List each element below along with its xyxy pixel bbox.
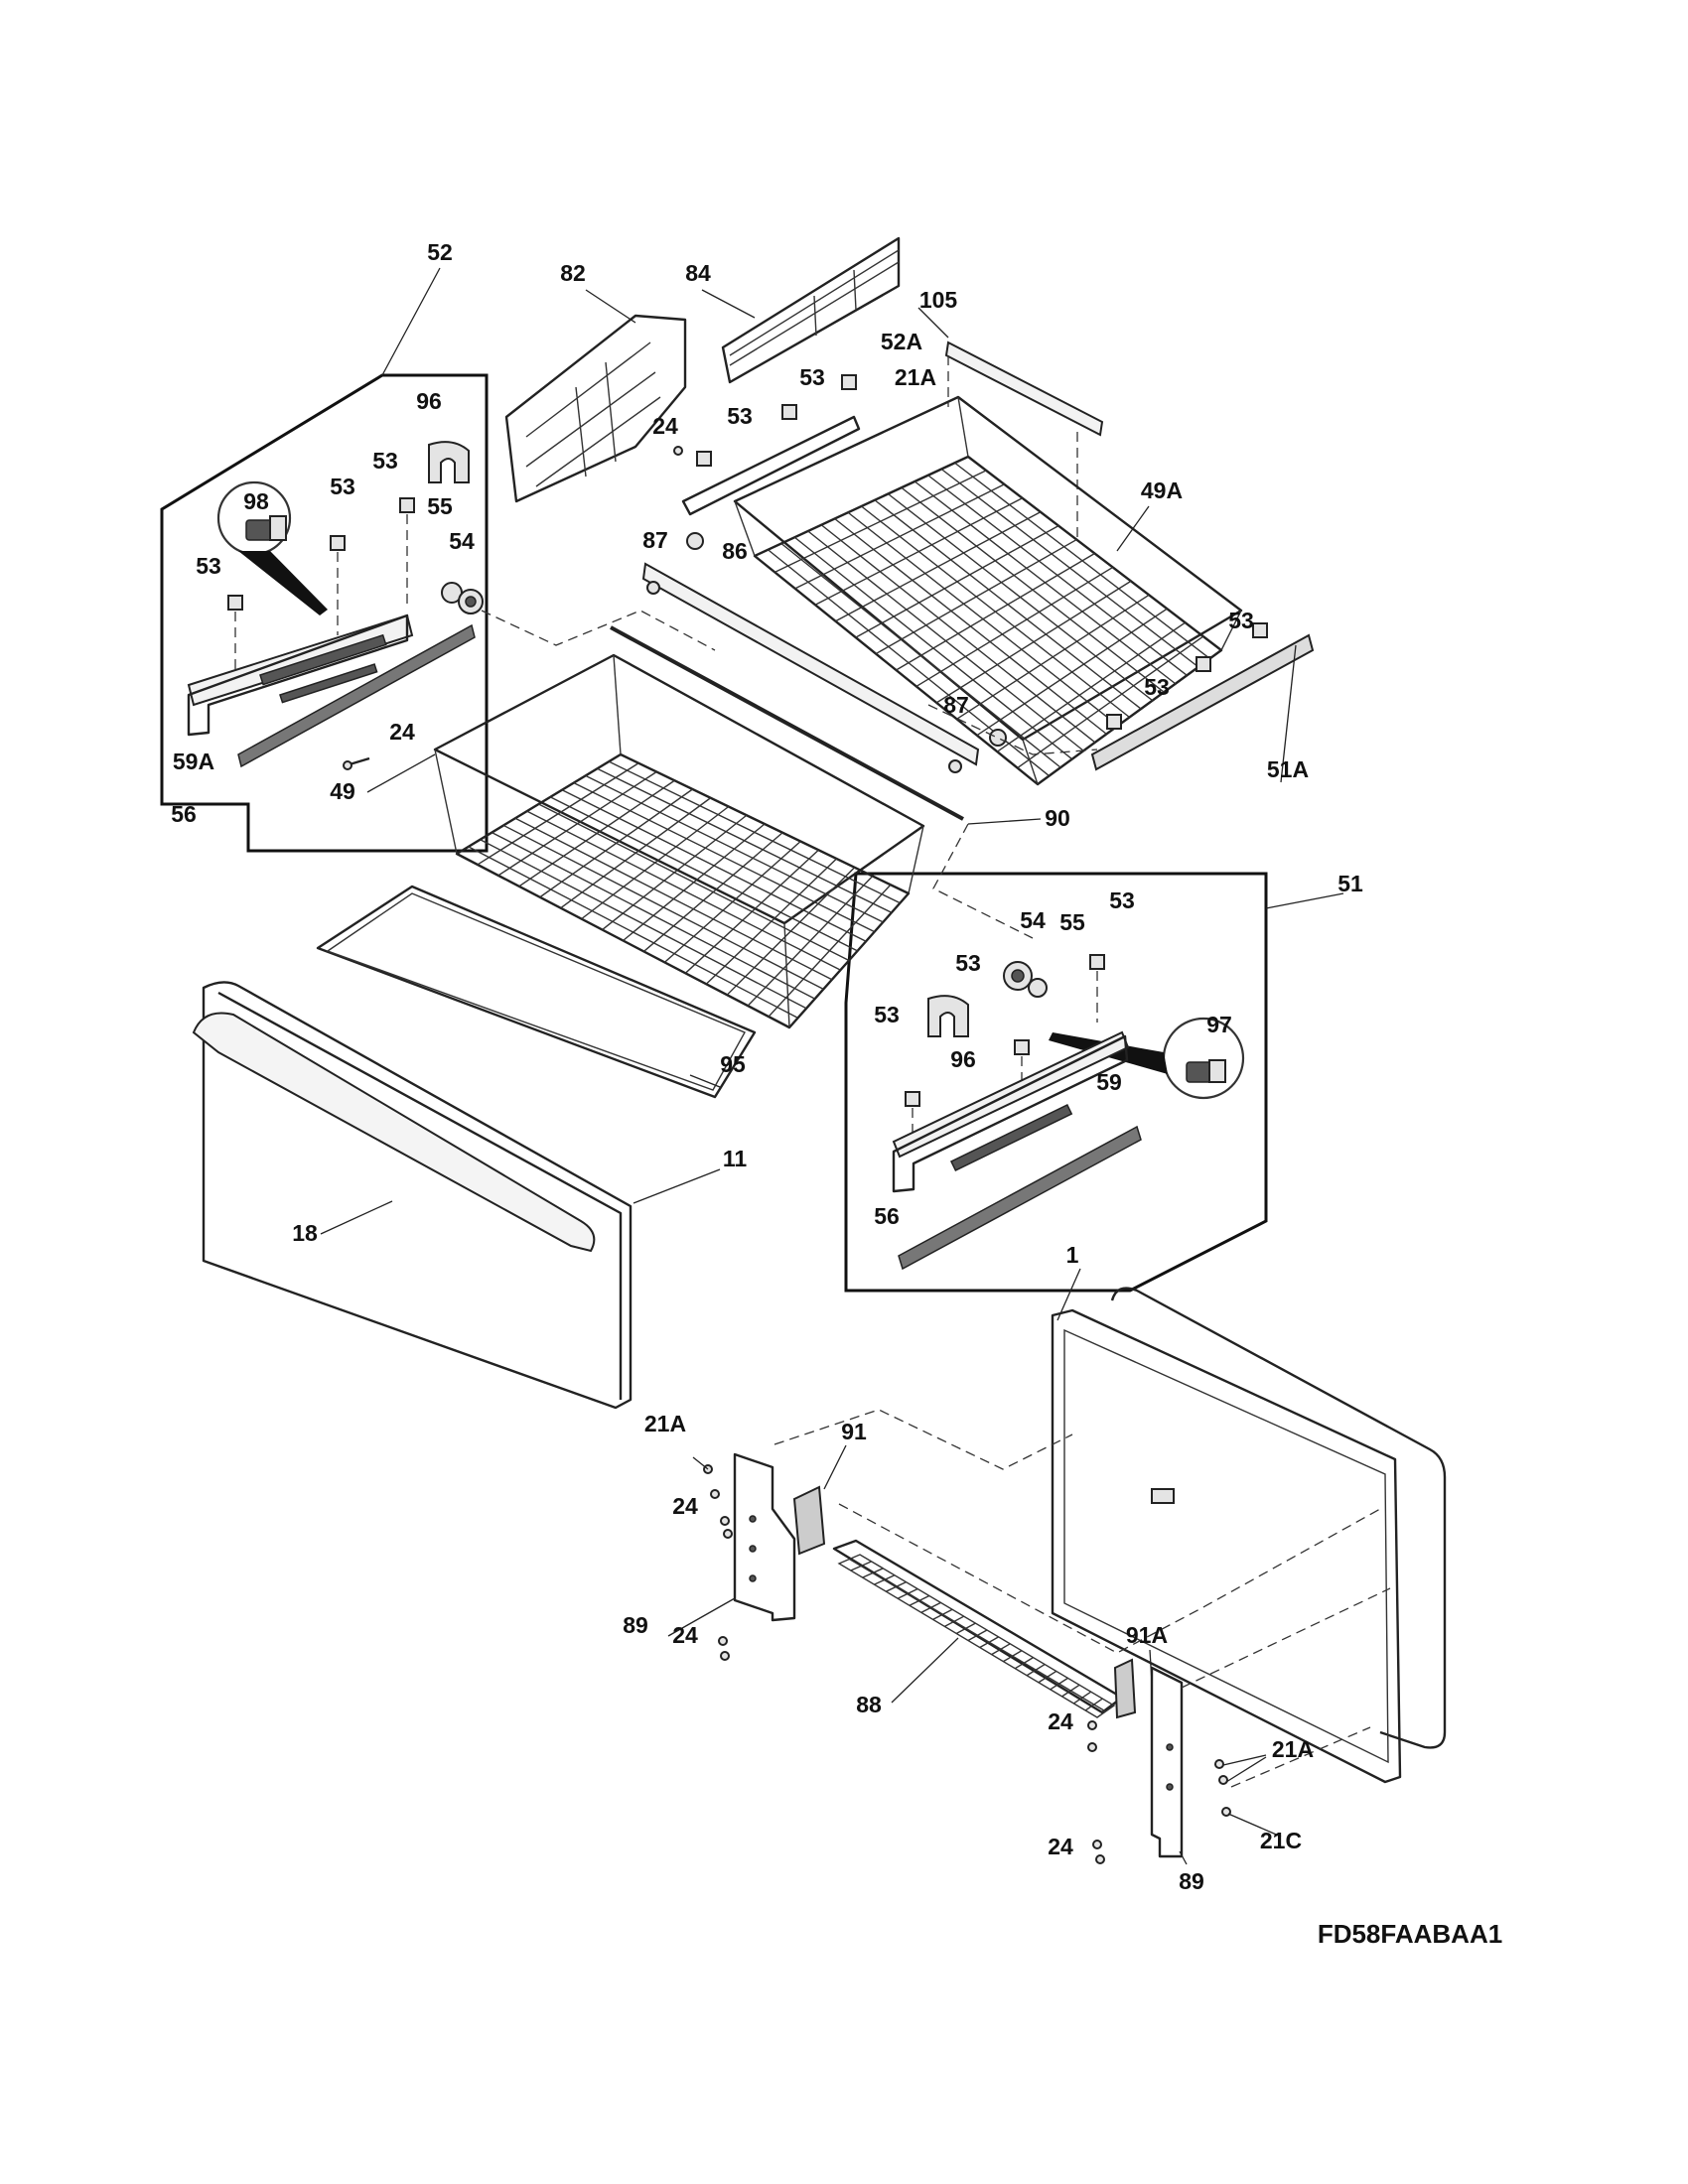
label-84: 84	[685, 260, 711, 286]
label-49: 49	[330, 778, 355, 804]
label-53-lb1: 53	[372, 448, 398, 474]
label-89-right: 89	[1179, 1868, 1204, 1894]
label-59a: 59A	[173, 749, 214, 774]
label-52: 52	[427, 239, 453, 265]
label-21c: 21C	[1260, 1828, 1302, 1853]
label-90: 90	[1045, 805, 1070, 831]
label-52a: 52A	[881, 329, 922, 354]
label-91a: 91A	[1126, 1622, 1168, 1648]
label-95: 95	[720, 1051, 746, 1077]
part-labels: 52 82 84 105 52A 53 53 21A 24 49A 87 86 …	[171, 239, 1502, 1949]
label-24-left: 24	[389, 719, 415, 745]
label-21a-bottom: 21A	[644, 1411, 686, 1436]
clip-91a	[1113, 1658, 1137, 1719]
label-56-right: 56	[874, 1203, 900, 1229]
label-53-r2: 53	[1144, 674, 1170, 700]
label-91: 91	[841, 1419, 867, 1444]
label-24-b1: 24	[672, 1493, 698, 1519]
wire-divider-82	[504, 314, 687, 503]
label-96-left: 96	[416, 388, 442, 414]
label-21a-right: 21A	[1272, 1736, 1314, 1762]
label-97: 97	[1206, 1012, 1232, 1037]
clip-91	[792, 1485, 826, 1556]
inset-box-51	[844, 872, 1344, 1293]
label-56-left: 56	[171, 801, 197, 827]
label-53-top2: 53	[727, 403, 753, 429]
wire-divider-84	[721, 236, 901, 384]
model-code: FD58FAABAA1	[1318, 1919, 1502, 1949]
label-98: 98	[243, 488, 269, 514]
upper-basket-49a	[733, 395, 1243, 786]
label-51: 51	[1337, 871, 1363, 896]
label-1: 1	[1066, 1242, 1079, 1268]
drawer-handle-18	[192, 1012, 596, 1253]
label-21a-top: 21A	[895, 364, 936, 390]
label-54-right: 54	[1020, 907, 1046, 933]
label-53-rb1: 53	[1109, 887, 1135, 913]
label-86: 86	[722, 538, 748, 564]
gasket-1	[1051, 1308, 1402, 1784]
bracket-89-left	[733, 1452, 796, 1622]
bracket-89-right	[1150, 1666, 1184, 1858]
label-54-left: 54	[449, 528, 475, 554]
label-55-right: 55	[1059, 909, 1085, 935]
label-55-left: 55	[427, 493, 453, 519]
rod-90	[610, 625, 964, 821]
label-24-b2: 24	[672, 1622, 698, 1648]
freezer-door-panel	[1051, 1287, 1447, 1784]
drawer-front-11	[192, 981, 633, 1410]
top-bracket-52a	[673, 374, 1007, 747]
lower-basket-49	[433, 653, 925, 1029]
label-53-rb2: 53	[955, 950, 981, 976]
screws	[703, 1464, 1231, 1864]
label-105: 105	[919, 287, 958, 313]
bar-105	[944, 341, 1104, 437]
label-53-top1: 53	[799, 364, 825, 390]
label-87-mid: 87	[943, 692, 969, 718]
inset-box-52	[160, 267, 489, 853]
leader-lines	[320, 289, 1297, 1865]
label-18: 18	[292, 1220, 318, 1246]
label-89-left: 89	[623, 1612, 648, 1638]
label-59: 59	[1096, 1069, 1122, 1095]
liner-95	[316, 885, 757, 1099]
label-82: 82	[560, 260, 586, 286]
label-24-top: 24	[652, 413, 678, 439]
label-53-r1: 53	[1228, 608, 1254, 633]
rail-86	[641, 562, 980, 773]
label-53-lb2: 53	[330, 474, 355, 499]
label-51a: 51A	[1267, 756, 1309, 782]
label-24-b4: 24	[1048, 1834, 1073, 1859]
label-49a: 49A	[1141, 478, 1183, 503]
label-24-b3: 24	[1048, 1708, 1073, 1734]
label-87-top: 87	[642, 527, 668, 553]
label-53-lb3: 53	[196, 553, 221, 579]
label-96-right: 96	[950, 1046, 976, 1072]
label-11: 11	[723, 1146, 748, 1171]
label-53-rb3: 53	[874, 1002, 900, 1027]
assembly-dashed-lines	[481, 610, 1391, 1788]
label-88: 88	[856, 1692, 882, 1717]
rail-51a	[1090, 622, 1315, 771]
